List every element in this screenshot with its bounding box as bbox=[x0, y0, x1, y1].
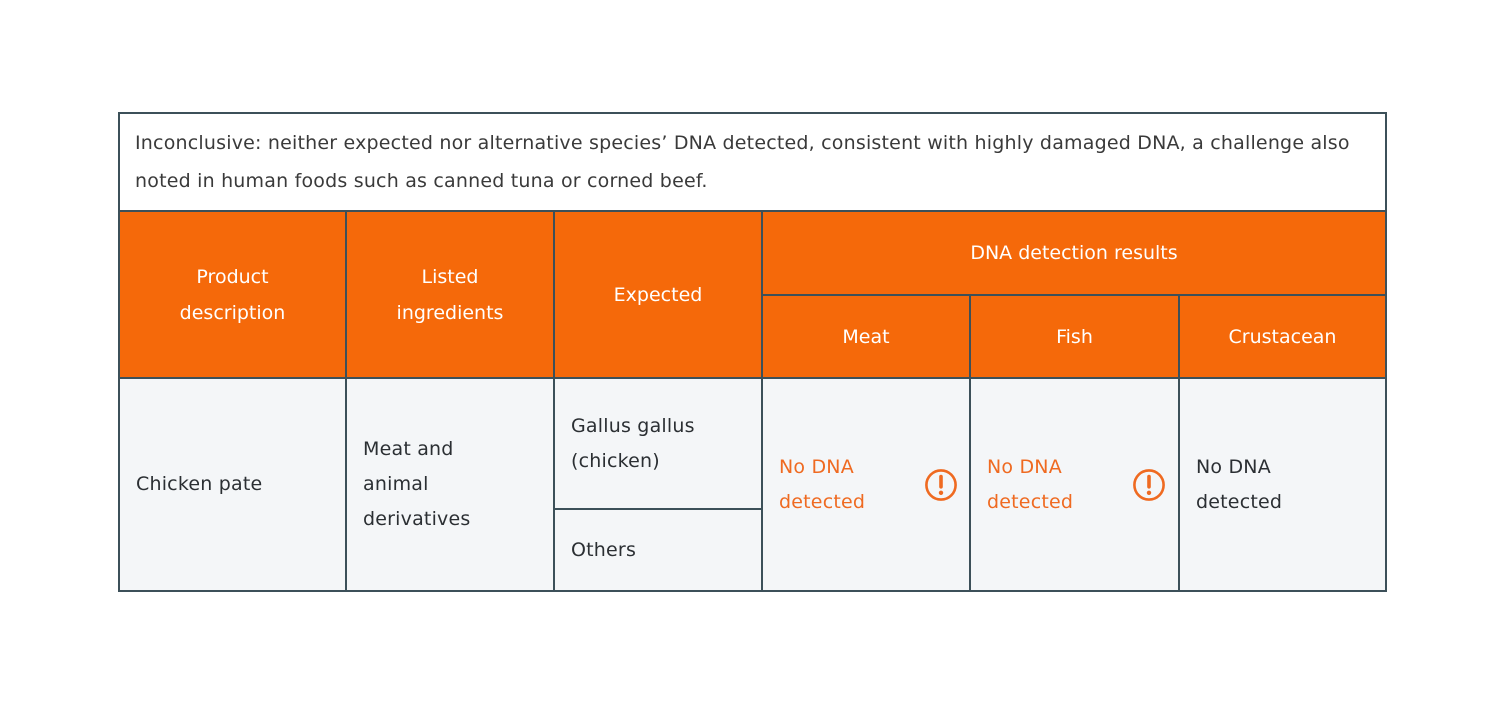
header-listed-ingredients: Listed ingredients bbox=[347, 212, 553, 377]
header-product-description: Product description bbox=[120, 212, 345, 377]
header-crustacean: Crustacean bbox=[1180, 296, 1385, 377]
header-meat: Meat bbox=[763, 296, 969, 377]
warning-icon bbox=[923, 467, 959, 503]
header-dna-detection-results-label: DNA detection results bbox=[970, 242, 1178, 264]
product-description-value: Chicken pate bbox=[136, 473, 263, 495]
dna-results-table: Inconclusive: neither expected nor alter… bbox=[118, 112, 1387, 592]
expected-primary-value: Gallus gallus (chicken) bbox=[571, 414, 695, 472]
warning-icon bbox=[1131, 467, 1167, 503]
expected-secondary-value: Others bbox=[571, 538, 637, 561]
meat-result-value: No DNA detected bbox=[779, 455, 866, 513]
header-dna-detection-results: DNA detection results bbox=[763, 212, 1385, 294]
cell-expected-primary: Gallus gallus (chicken) bbox=[555, 379, 761, 508]
header-listed-ingredients-label: Listed ingredients bbox=[396, 265, 504, 324]
listed-ingredients-value: Meat and animal derivatives bbox=[363, 438, 471, 530]
inconclusive-note: Inconclusive: neither expected nor alter… bbox=[120, 114, 1385, 210]
cell-meat-result: No DNA detected bbox=[763, 379, 969, 590]
header-expected-label: Expected bbox=[613, 283, 703, 306]
header-fish-label: Fish bbox=[1056, 325, 1093, 348]
cell-listed-ingredients: Meat and animal derivatives bbox=[347, 379, 553, 590]
cell-expected-secondary: Others bbox=[555, 510, 761, 590]
header-fish: Fish bbox=[971, 296, 1178, 377]
cell-crustacean-result: No DNA detected bbox=[1180, 379, 1385, 590]
cell-product-description: Chicken pate bbox=[120, 379, 345, 590]
cell-fish-result: No DNA detected bbox=[971, 379, 1178, 590]
header-meat-label: Meat bbox=[842, 325, 890, 348]
header-product-description-label: Product description bbox=[179, 265, 286, 324]
inconclusive-note-text: Inconclusive: neither expected nor alter… bbox=[135, 132, 1350, 192]
fish-result-value: No DNA detected bbox=[987, 455, 1074, 513]
header-expected: Expected bbox=[555, 212, 761, 377]
header-crustacean-label: Crustacean bbox=[1228, 325, 1337, 348]
crustacean-result-value: No DNA detected bbox=[1196, 455, 1283, 513]
